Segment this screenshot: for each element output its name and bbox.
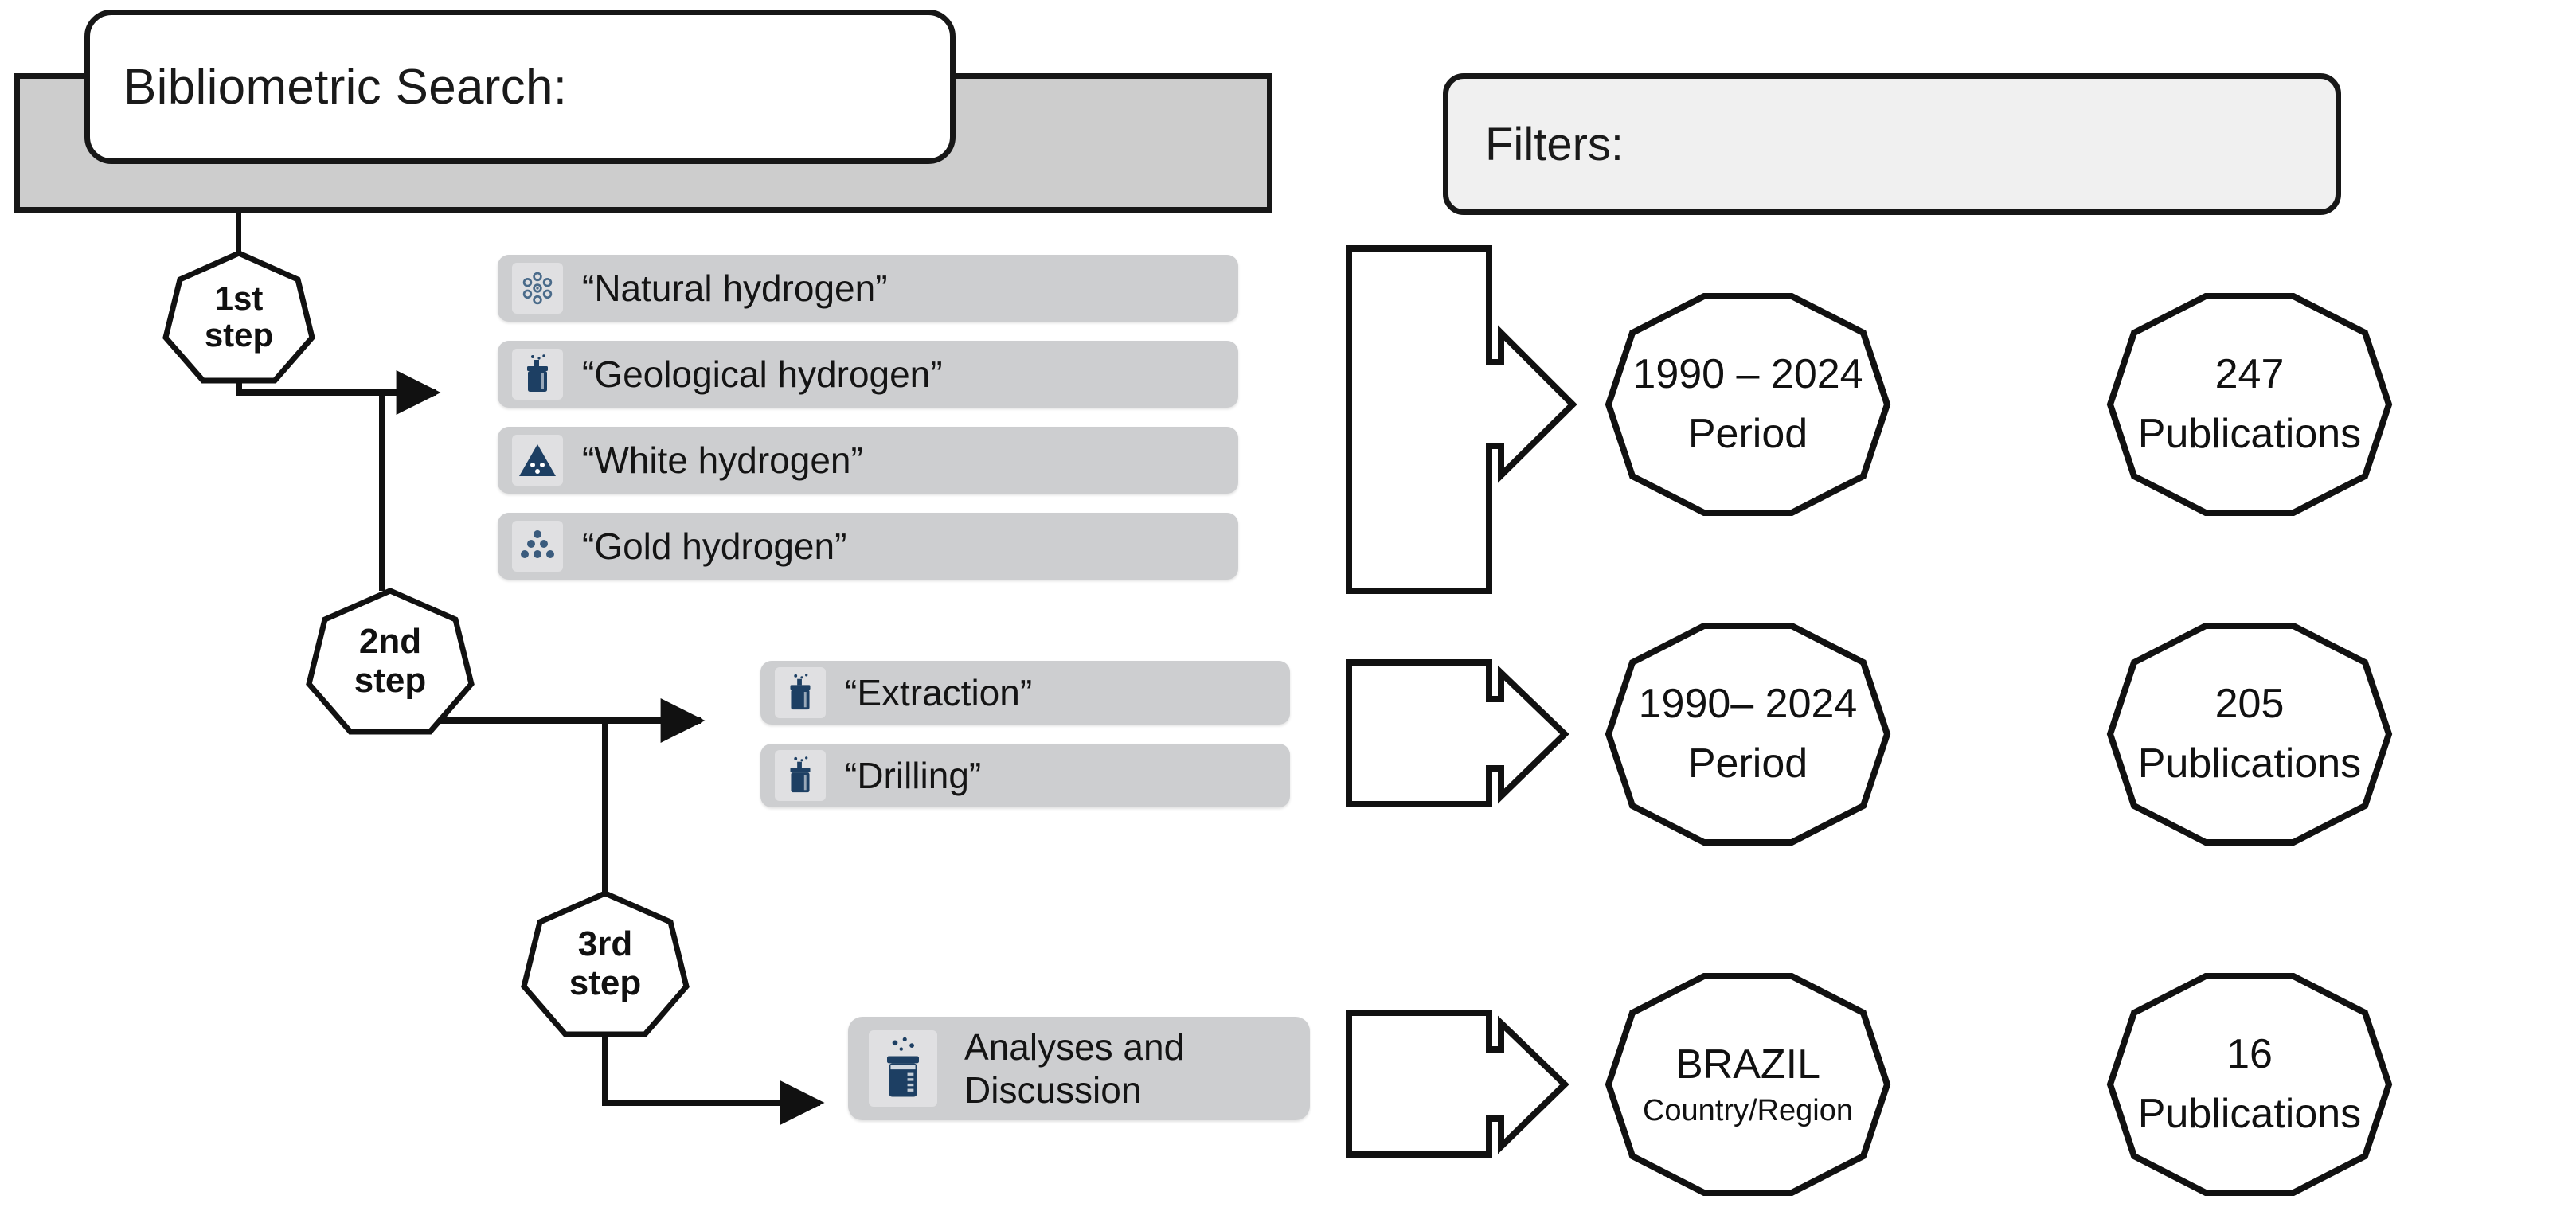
hazard-triangle-icon bbox=[512, 435, 563, 486]
step-3-line1: 3rd bbox=[577, 924, 633, 964]
step-2-line2: step bbox=[354, 660, 427, 700]
result-primary: 247 bbox=[2214, 350, 2285, 397]
term-label: “Drilling” bbox=[845, 755, 982, 796]
keyword-pill-natural-hydrogen[interactable]: “Natural hydrogen” bbox=[498, 255, 1238, 322]
molecule-stack-icon bbox=[512, 521, 563, 572]
step-2-line1: 2nd bbox=[358, 622, 422, 662]
page-title: Bibliometric Search: bbox=[123, 59, 568, 115]
atom-icon bbox=[512, 263, 563, 314]
result-primary: 1990 – 2024 bbox=[1632, 350, 1863, 397]
gas-cylinder-icon bbox=[512, 349, 563, 400]
step1-shape bbox=[162, 250, 315, 384]
result-shape-row1-filter bbox=[1605, 293, 1891, 516]
result-primary: 1990– 2024 bbox=[1638, 680, 1858, 727]
result-row1-filter[interactable]: 1990 – 2024 Period bbox=[1609, 296, 1887, 513]
result-row1-count[interactable]: 247 Publications bbox=[2110, 296, 2389, 513]
process-arrow-row2 bbox=[1346, 659, 1569, 807]
analyses-and-discussion-pill[interactable]: Analyses and Discussion bbox=[848, 1017, 1310, 1120]
gas-cylinder-icon bbox=[775, 750, 826, 801]
process-arrow-row1 bbox=[1346, 245, 1577, 594]
term-pill-drilling[interactable]: “Drilling” bbox=[760, 744, 1290, 807]
step-marker-3[interactable]: 3rd step bbox=[524, 893, 686, 1034]
result-secondary: Country/Region bbox=[1642, 1094, 1854, 1128]
result-shape-row3-count bbox=[2106, 973, 2393, 1196]
keyword-pill-white-hydrogen[interactable]: “White hydrogen” bbox=[498, 427, 1238, 494]
keyword-label: “Gold hydrogen” bbox=[582, 525, 847, 567]
analyses-label: Analyses and Discussion bbox=[964, 1026, 1185, 1111]
beaker-icon bbox=[869, 1030, 937, 1107]
result-secondary: Publications bbox=[2137, 740, 2362, 787]
result-secondary: Period bbox=[1687, 411, 1808, 457]
result-row3-filter[interactable]: BRAZIL Country/Region bbox=[1609, 976, 1887, 1193]
step-marker-2[interactable]: 2nd step bbox=[309, 591, 471, 732]
result-primary: BRAZIL bbox=[1675, 1041, 1821, 1088]
result-secondary: Period bbox=[1687, 740, 1808, 787]
bibliometric-search-card: Bibliometric Search: bbox=[84, 10, 956, 164]
result-row2-count[interactable]: 205 Publications bbox=[2110, 626, 2389, 842]
gas-cylinder-icon bbox=[775, 667, 826, 718]
result-shape-row3-filter bbox=[1605, 973, 1891, 1196]
result-primary: 16 bbox=[2226, 1030, 2273, 1077]
result-secondary: Publications bbox=[2137, 1091, 2362, 1137]
result-shape-row2-filter bbox=[1605, 623, 1891, 846]
result-shape-row2-count bbox=[2106, 623, 2393, 846]
result-secondary: Publications bbox=[2137, 411, 2362, 457]
keyword-pill-gold-hydrogen[interactable]: “Gold hydrogen” bbox=[498, 513, 1238, 580]
filters-card: Filters: bbox=[1443, 73, 2341, 215]
term-pill-extraction[interactable]: “Extraction” bbox=[760, 661, 1290, 725]
filters-title: Filters: bbox=[1485, 118, 1624, 170]
step2-shape bbox=[306, 588, 475, 735]
result-row3-count[interactable]: 16 Publications bbox=[2110, 976, 2389, 1193]
keyword-label: “White hydrogen” bbox=[582, 440, 863, 481]
term-label: “Extraction” bbox=[845, 672, 1033, 713]
keyword-pill-geological-hydrogen[interactable]: “Geological hydrogen” bbox=[498, 341, 1238, 408]
keyword-label: “Geological hydrogen” bbox=[582, 354, 943, 395]
result-shape-row1-count bbox=[2106, 293, 2393, 516]
step-1-line2: step bbox=[204, 316, 274, 354]
step-marker-1[interactable]: 1st step bbox=[166, 253, 312, 381]
result-primary: 205 bbox=[2214, 680, 2285, 727]
step-1-line1: 1st bbox=[214, 279, 264, 317]
result-row2-filter[interactable]: 1990– 2024 Period bbox=[1609, 626, 1887, 842]
keyword-label: “Natural hydrogen” bbox=[582, 268, 888, 309]
step3-shape bbox=[521, 890, 690, 1037]
process-arrow-row3 bbox=[1346, 1010, 1569, 1158]
step-3-line2: step bbox=[569, 963, 642, 1002]
